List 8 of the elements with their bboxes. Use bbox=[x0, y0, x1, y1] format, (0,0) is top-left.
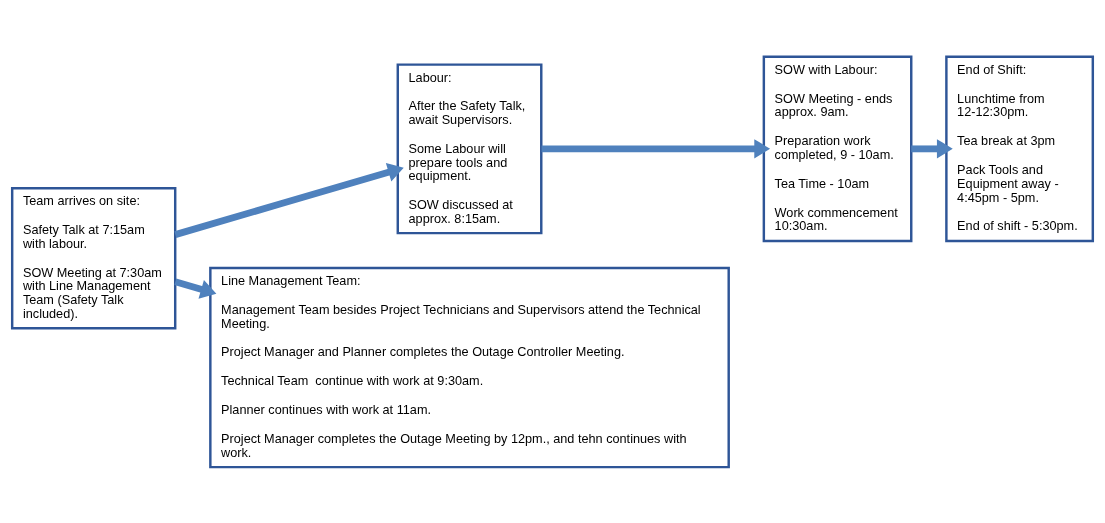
node-box: SOW with Labour: SOW Meeting - ends approx. 9am. Preparation work completed, 9 - 10am. Tea Time - 10am Work commencement 10:30am. bbox=[762, 55, 913, 242]
node-box: Team arrives on site: Safety Talk at 7:15am with labour. SOW Meeting at 7:30am with Line Management Team (Safety Talk included). bbox=[10, 186, 177, 329]
node-box: Line Management Team: Management Team besides Project Technicians and Supervisors attend the Technical Meeting. Project Manager and Planner completes the Outage Controller Meeting. Technical Team continue with work at 9:30am. Planner continues with work at 11am. Project Manager completes the Outage Meeting by 12pm., and tehn continues with work. bbox=[209, 266, 730, 468]
arrow bbox=[174, 162, 404, 238]
node-box: Labour: After the Safety Talk, await Supervisors. Some Labour will prepare tools and equipment. SOW discussed at approx. 8:15am. bbox=[396, 62, 543, 234]
node-box: End of Shift: Lunchtime from 12-12:30pm. Tea break at 3pm Pack Tools and Equipment away - 4:45pm - 5pm. End of shift - 5:30pm. bbox=[945, 55, 1095, 242]
arrow bbox=[541, 138, 771, 159]
arrow bbox=[174, 278, 217, 299]
